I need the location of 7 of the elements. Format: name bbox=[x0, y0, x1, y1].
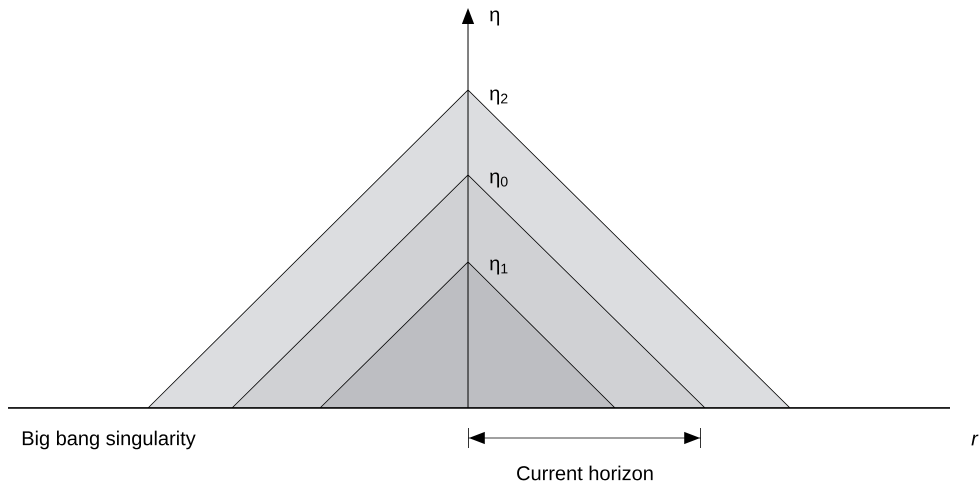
baseline-label: Big bang singularity bbox=[22, 430, 196, 450]
apex-label: η$_{2}$ bbox=[490, 90, 508, 104]
apex-label: η$_{1}$ bbox=[490, 260, 508, 274]
axis-label: η bbox=[490, 10, 500, 26]
dimension-label: Current horizon bbox=[517, 466, 653, 480]
axis-label: r bbox=[971, 434, 978, 446]
apex-label: η$_{0}$ bbox=[490, 172, 508, 188]
